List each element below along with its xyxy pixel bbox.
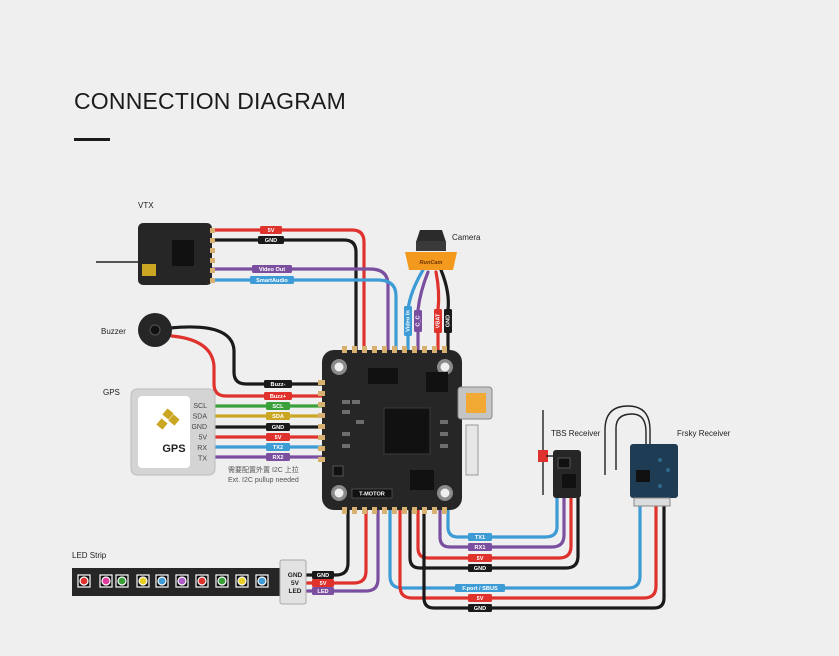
wire-tbs-gnd	[408, 496, 580, 570]
pill-vtx-5v: 5V	[268, 228, 275, 234]
pill-frsky-5v: 5V	[477, 596, 484, 602]
gps-pin-rx: RX	[197, 445, 207, 452]
pill-frsky-gnd: GND	[474, 606, 486, 612]
gps-chip-label: GPS	[162, 443, 185, 455]
pill-led-gnd: GND	[317, 573, 329, 579]
fc-boot-button	[332, 465, 344, 477]
frsky-receiver: Frsky Receiver	[604, 405, 731, 507]
gps-note-en: Ext. I2C pullup needed	[228, 477, 299, 484]
gps-label: GPS	[103, 388, 120, 397]
fc-pads-left	[318, 380, 325, 462]
satellite-icon	[156, 408, 180, 430]
vtx-label: VTX	[138, 201, 154, 210]
pill-smartaudio: SmartAudio	[256, 278, 288, 284]
fc-connector	[465, 424, 479, 476]
gps-module: GPS GPS SCL SDA GND 5V RX TX 需要配置外置 I2C …	[103, 388, 299, 484]
gps-pin-sda: SDA	[193, 414, 208, 421]
pill-gps-rx2: RX2	[273, 455, 284, 461]
pill-tbs-5v: 5V	[477, 556, 484, 562]
fc-brand: T-MOTOR	[359, 492, 385, 498]
fc-pads-bottom	[342, 507, 447, 514]
wire-tbs-5v	[416, 496, 573, 560]
pill-led-5v: 5V	[320, 581, 327, 587]
pill-gps-tx2: TX2	[273, 445, 283, 451]
pill-led-led: LED	[317, 589, 328, 595]
pill-buzz-minus: Buzz-	[271, 382, 286, 388]
title-underline	[74, 138, 110, 141]
wire-led-gnd	[302, 508, 350, 577]
wire-led-5v	[302, 508, 368, 585]
buzzer-label: Buzzer	[101, 327, 126, 336]
pill-cam-video-in: Video In	[405, 310, 411, 332]
led-pin-led: LED	[289, 588, 302, 595]
pill-gps-sda: SDA	[272, 414, 284, 420]
led-strip-leds	[77, 574, 269, 588]
wire-video-out	[210, 267, 390, 352]
camera-module: RunCam Camera	[405, 230, 481, 270]
led-pin-labels: GND 5V LED	[288, 572, 303, 595]
wire-led-led	[302, 508, 380, 593]
led-strip: GND 5V LED LED Strip	[72, 551, 307, 605]
fc-osd-chip	[410, 470, 434, 490]
fc-small-parts	[342, 400, 448, 448]
wire-frsky-5v	[398, 504, 658, 600]
page-title: CONNECTION DIAGRAM	[74, 88, 346, 114]
tbs-label: TBS Receiver	[551, 429, 601, 438]
camera-label: Camera	[452, 233, 481, 242]
wire-frsky-gnd	[422, 504, 666, 610]
vtx-module: VTX	[96, 201, 215, 285]
buzzer: Buzzer	[101, 313, 172, 347]
pill-vtx-gnd: GND	[265, 238, 277, 244]
pill-tbs-gnd: GND	[474, 566, 486, 572]
wire-vtx-5v	[210, 228, 366, 352]
pill-gps-scl: SCL	[272, 404, 284, 410]
gps-pin-scl: SCL	[193, 403, 207, 410]
fc-brand-plate	[351, 488, 393, 499]
gps-pin-labels: SCL SDA GND 5V RX TX	[191, 403, 207, 463]
wire-buzz-plus	[170, 334, 330, 398]
wire-vtx-gnd	[210, 238, 358, 352]
wire-tbs-rx1	[438, 496, 566, 549]
camera-brand: RunCam	[420, 260, 443, 266]
pill-frsky-sbus: F.port / SBUS	[462, 586, 498, 592]
pill-gps-gnd: GND	[272, 425, 284, 431]
wire-frsky-sbus	[388, 504, 642, 590]
frsky-label: Frsky Receiver	[677, 429, 731, 438]
gps-note-cn: 需要配置外置 I2C 上拉	[228, 465, 299, 474]
flight-controller-board: T-MOTOR	[318, 346, 493, 514]
wire-tbs-tx1	[446, 496, 559, 539]
pill-cam-vbat: VBAT	[435, 313, 441, 328]
fc-mount-holes	[331, 359, 453, 501]
pill-gps-5v: 5V	[275, 435, 282, 441]
gps-pin-5v: 5V	[198, 435, 207, 442]
wire-label-pills: 5V GND Video Out SmartAudio Buzz- Buzz+ …	[250, 226, 505, 612]
led-pin-5v: 5V	[291, 580, 300, 587]
led-strip-label: LED Strip	[72, 551, 107, 560]
gps-pin-gnd: GND	[191, 424, 207, 431]
tbs-receiver: TBS Receiver	[538, 410, 601, 498]
gps-pin-tx: TX	[198, 456, 207, 463]
wire-cam-cc	[416, 270, 430, 352]
pill-cam-cc: C_C	[415, 315, 421, 326]
pill-tbs-tx1: TX1	[475, 535, 485, 541]
wire-buzz-minus	[168, 325, 330, 386]
led-pin-gnd: GND	[288, 572, 303, 579]
pill-cam-gnd: GND	[445, 315, 451, 327]
fc-pads-top	[342, 346, 447, 353]
pill-video-out: Video Out	[259, 267, 285, 273]
pill-buzz-plus: Buzz+	[270, 394, 287, 400]
fc-imu-chip	[426, 372, 448, 392]
wire-smartaudio	[210, 278, 398, 352]
pill-tbs-rx1: RX1	[475, 545, 486, 551]
fc-mcu-chip	[383, 407, 431, 455]
fc-flash-chip	[368, 368, 398, 384]
